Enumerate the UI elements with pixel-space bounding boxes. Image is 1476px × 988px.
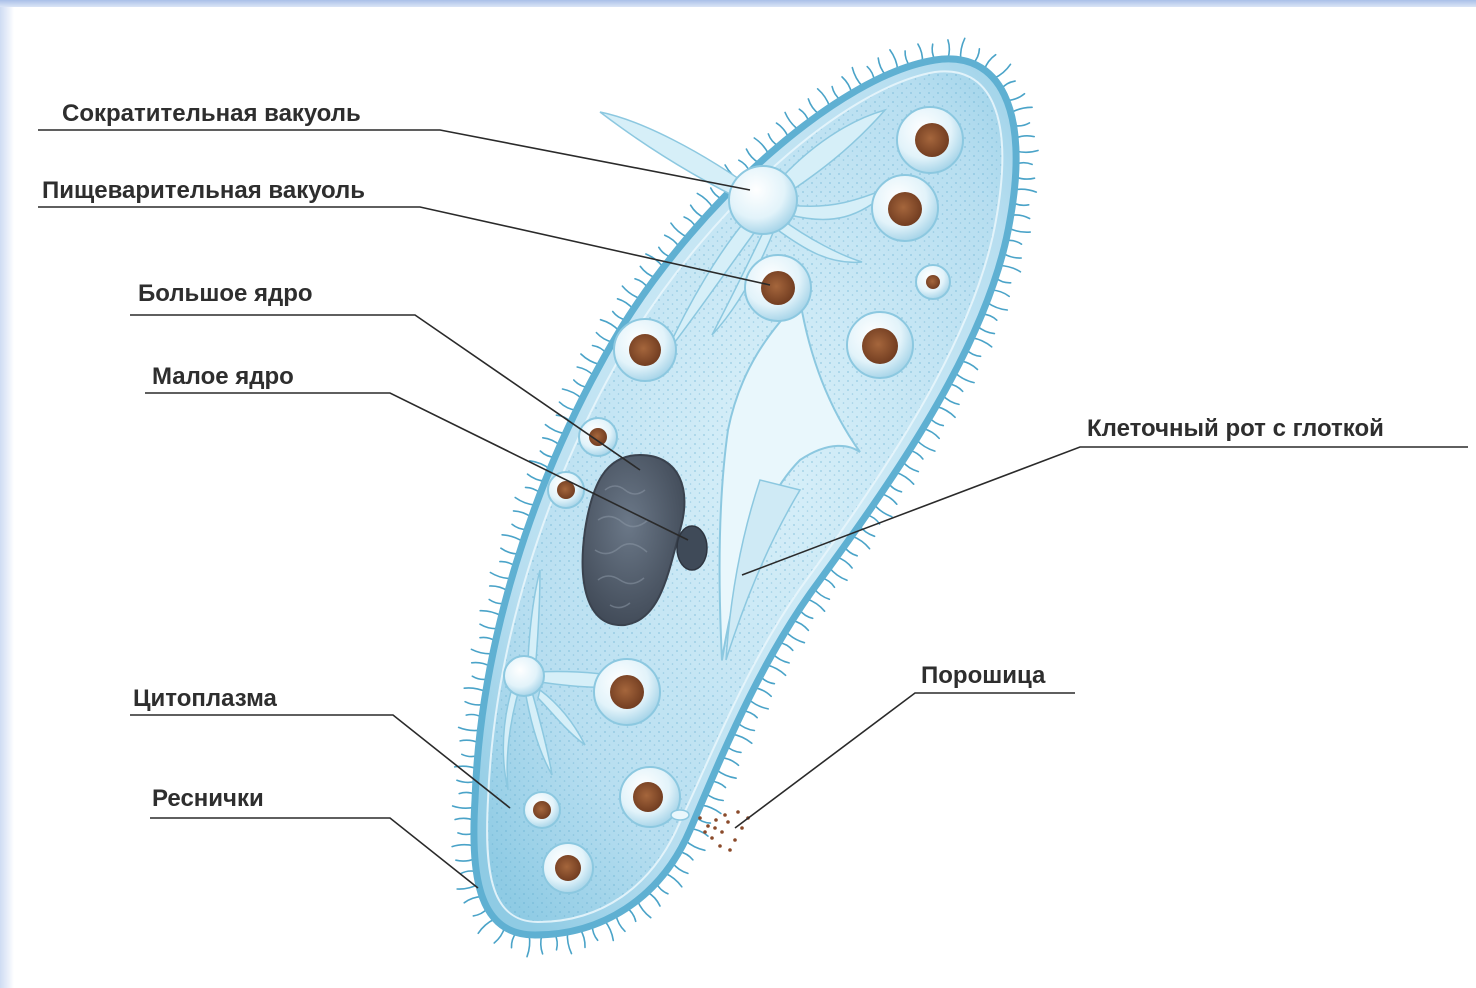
food-vacuole [614, 319, 676, 381]
food-vacuole [548, 472, 584, 508]
label-cytoplasm: Цитоплазма [133, 685, 278, 712]
label-micronucleus: Малое ядро [152, 363, 294, 390]
food-vacuole [543, 843, 593, 893]
food-vacuole [594, 659, 660, 725]
micronucleus [677, 526, 707, 570]
debris-particle [698, 816, 702, 820]
food-vacuole [847, 312, 913, 378]
debris-particle [736, 810, 740, 814]
food-vacuole [620, 767, 680, 827]
debris-particle [714, 818, 718, 822]
debris-particle [720, 830, 724, 834]
label-macronucleus: Большое ядро [138, 280, 313, 307]
leader-anal-pore [735, 693, 1075, 828]
debris-particle [726, 820, 730, 824]
food-vacuole [524, 792, 560, 828]
food-vacuole [916, 265, 950, 299]
food-vacuole [745, 255, 811, 321]
debris-particle [713, 826, 717, 830]
label-cell-mouth: Клеточный рот с глоткой [1087, 415, 1384, 442]
leader-cilia [150, 818, 478, 888]
paramecium-cell [452, 38, 1038, 956]
debris-particle [710, 836, 714, 840]
debris-particle [706, 824, 710, 828]
anal-pore-debris [698, 810, 750, 852]
debris-particle [740, 826, 744, 830]
food-vacuole [897, 107, 963, 173]
debris-particle [728, 848, 732, 852]
debris-particle [733, 838, 737, 842]
anal-pore [671, 810, 689, 820]
label-anal-pore: Порошица [921, 662, 1046, 689]
label-cilia: Реснички [152, 785, 264, 812]
debris-particle [703, 830, 707, 834]
label-contractile-vacuole: Сократительная вакуоль [62, 100, 361, 127]
food-vacuole [872, 175, 938, 241]
label-digestive-vacuole: Пищеварительная вакуоль [42, 177, 365, 204]
debris-particle [718, 844, 722, 848]
debris-particle [723, 813, 727, 817]
